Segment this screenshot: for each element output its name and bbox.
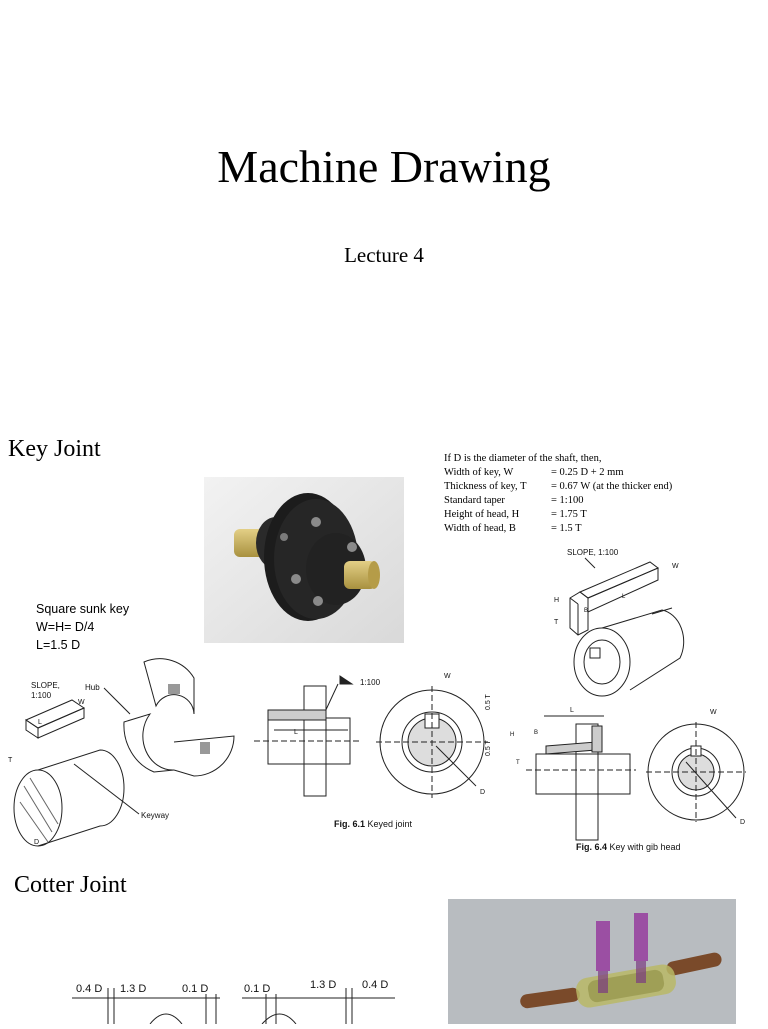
cotter-joint-render — [448, 899, 736, 1024]
svg-text:W: W — [78, 699, 85, 706]
svg-text:B: B — [584, 608, 588, 614]
formula-row: Standard taper= 1:100 — [444, 495, 584, 506]
gib-head-key-isometric: SLOPE, 1:100 W H T B L — [554, 548, 685, 697]
svg-text:L: L — [38, 719, 42, 726]
svg-text:T: T — [8, 757, 13, 764]
square-sunk-key-note: Square sunk key W=H= D/4 L=1.5 D — [36, 600, 129, 654]
fig61-caption: Fig. 6.1 Keyed joint — [334, 819, 413, 829]
keyed-joint-figure: SLOPE, 1:100 L W T D Hub Keyway 1:100 L — [8, 658, 492, 847]
slide-title: Machine Drawing — [217, 141, 551, 192]
svg-text:W: W — [444, 673, 451, 680]
fig61-dim-05t-top: 0.5 T — [485, 693, 492, 710]
key-formula-block: If D is the diameter of the shaft, then,… — [444, 452, 754, 536]
cotter-joint-dimension-drawing: 0.4 D 1.3 D 0.1 D 0.1 D 1.3 D 0.4 D — [72, 979, 395, 1024]
fig61-keyway-label: Keyway — [141, 811, 169, 820]
dim-right-2: 1.3 D — [310, 979, 336, 991]
formula-row: Width of key, W= 0.25 D + 2 mm — [444, 467, 624, 478]
dim-left-3: 0.1 D — [182, 983, 208, 995]
formula-header: If D is the diameter of the shaft, then, — [444, 453, 602, 464]
fig61-dim-d: D — [34, 839, 39, 846]
fig61-hub-label: Hub — [85, 683, 100, 692]
fig61-ratio-label: 1:100 — [360, 678, 381, 687]
svg-text:L: L — [294, 729, 298, 736]
formula-row: Width of head, B= 1.5 T — [444, 523, 582, 534]
dim-right-1: 0.1 D — [244, 983, 270, 995]
fig64-dim-d: D — [740, 819, 745, 826]
svg-text:H: H — [554, 597, 559, 604]
note-line: L=1.5 D — [36, 638, 81, 652]
formula-row: Thickness of key, T= 0.67 W (at the thic… — [444, 481, 673, 492]
dim-left-1: 0.4 D — [76, 983, 102, 995]
fig64-dim-b: B — [534, 730, 538, 736]
flange-coupling-photo — [204, 477, 404, 643]
gib-head-key-figure: L B H T W D Fig. 6.4 Key with gib head — [510, 707, 746, 852]
svg-text:T: T — [554, 619, 559, 626]
formula-row: Height of head, H= 1.75 T — [444, 509, 587, 520]
note-line: Square sunk key — [36, 602, 130, 616]
fig64-dim-w: W — [710, 709, 717, 716]
key-joint-heading: Key Joint — [8, 436, 101, 462]
svg-text:W: W — [672, 563, 679, 570]
svg-text:L: L — [622, 594, 626, 600]
slide-subtitle: Lecture 4 — [344, 243, 424, 267]
svg-text:D: D — [480, 789, 485, 796]
fig64-dim-t: T — [516, 760, 520, 766]
dim-left-2: 1.3 D — [120, 983, 146, 995]
fig64-dim-l: L — [570, 707, 574, 714]
fig61-slope-label: SLOPE, — [31, 681, 60, 690]
fig61-dim-05t-bottom: 0.5 T — [485, 739, 492, 756]
fig64-caption: Fig. 6.4 Key with gib head — [576, 842, 681, 852]
cotter-joint-heading: Cotter Joint — [14, 872, 127, 898]
note-line: W=H= D/4 — [36, 620, 95, 634]
gib-slope-label: SLOPE, 1:100 — [567, 548, 619, 557]
fig64-dim-h: H — [510, 732, 514, 738]
fig61-slope-ratio: 1:100 — [31, 691, 52, 700]
dim-right-3: 0.4 D — [362, 979, 388, 991]
